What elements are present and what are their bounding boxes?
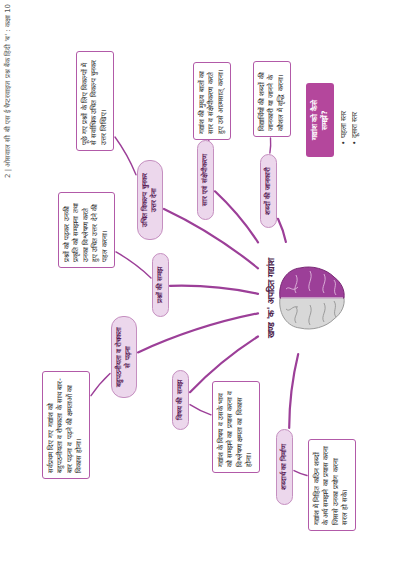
note-box: गद्यांश में निहित कठिन शब्दों के अर्थ सम…	[308, 439, 356, 531]
node-text: बहुपठनीयता व रोचकता से पढ़ना	[115, 324, 133, 390]
node-text: सार एवं संक्षेपीकरण	[201, 148, 210, 212]
node-text: विषय की समझ	[176, 378, 185, 422]
note-box: गद्यांश की मुख्य बातों का सार व संक्षेपी…	[193, 62, 231, 140]
branch-connector	[215, 191, 258, 242]
branch-oval: विषय की समझ	[172, 370, 189, 430]
branch-oval: बहुपठनीयता व रोचकता से पढ़ना	[111, 316, 137, 398]
branch-connector	[115, 137, 136, 175]
node-text: शब्दार्थ का निर्माण	[280, 437, 289, 497]
bullet-item: • पहला स्तर	[338, 111, 348, 145]
node-text: विद्यार्थियों की शब्दों की जानकारी या जा…	[258, 67, 286, 131]
branch-connector	[269, 138, 271, 153]
node-text: पूछे गए प्रश्नों के लिए विकल्पों में से …	[81, 57, 109, 145]
topic-title: खण्ड 'क' अपठित गद्यांश	[264, 256, 277, 341]
branch-connector	[91, 373, 110, 395]
branch-oval: शब्दों की जानकारी	[260, 154, 277, 228]
node-text: गद्यांश को कैसे समझें?	[310, 89, 330, 151]
central-topic: खण्ड 'क' अपठित गद्यांश	[259, 243, 351, 353]
node-text: प्रश्नों को पढ़कर उनकी प्रकृति को समझना …	[63, 198, 110, 262]
branch-connector	[190, 405, 211, 415]
bullet-item: • दूसरा स्तर	[349, 112, 359, 145]
brain-folds-left	[286, 301, 336, 325]
branch-oval: उचित विकल्प चुनकर उत्तर देना	[137, 160, 163, 240]
note-box: सर्वप्रथम दिए गए गद्यांश को बहुपठनीयता व…	[42, 371, 90, 479]
branch-connector	[116, 252, 151, 278]
page-header: 2 | ओसवाल सी बी एस ई चैप्टरवाइज प्रश्न ब…	[3, 4, 12, 178]
branch-connector	[294, 471, 307, 476]
note-box: पूछे गए प्रश्नों के लिए विकल्पों में से …	[76, 51, 114, 151]
note-box: गद्यांश के विषय व उसके भाव को समझने का प…	[212, 381, 260, 473]
node-text: प्रश्नों की समझ	[156, 261, 165, 309]
brain-right-half	[280, 267, 344, 298]
node-text: शब्दों की जानकारी	[264, 162, 273, 220]
note-box: प्रश्नों को पढ़कर उनकी प्रकृति को समझना …	[58, 192, 115, 268]
node-text: गद्यांश में निहित कठिन शब्दों के अर्थ सम…	[313, 445, 351, 525]
node-text: गद्यांश की मुख्य बातों का सार व संक्षेपी…	[198, 68, 226, 134]
branch-connector	[138, 313, 258, 352]
note-box: विद्यार्थियों की शब्दों की जानकारी या जा…	[253, 61, 291, 137]
node-text: सर्वप्रथम दिए गए गद्यांश को बहुपठनीयता व…	[47, 377, 85, 473]
branch-connector	[289, 354, 298, 428]
branch-oval: प्रश्नों की समझ	[152, 253, 169, 317]
branch-connector	[278, 219, 286, 242]
brain-divide	[281, 298, 343, 299]
brain-left-half	[280, 298, 344, 329]
heading-box: गद्यांश को कैसे समझें?	[306, 83, 334, 157]
node-text: उचित विकल्प चुनकर उत्तर देना	[141, 168, 159, 232]
branch-oval: सार एवं संक्षेपीकरण	[197, 140, 214, 220]
branch-oval: शब्दार्थ का निर्माण	[276, 429, 293, 505]
node-text: गद्यांश के विषय व उसके भाव को समझने का प…	[217, 387, 255, 467]
brain-folds-right	[286, 271, 336, 295]
branch-connector	[170, 286, 258, 294]
